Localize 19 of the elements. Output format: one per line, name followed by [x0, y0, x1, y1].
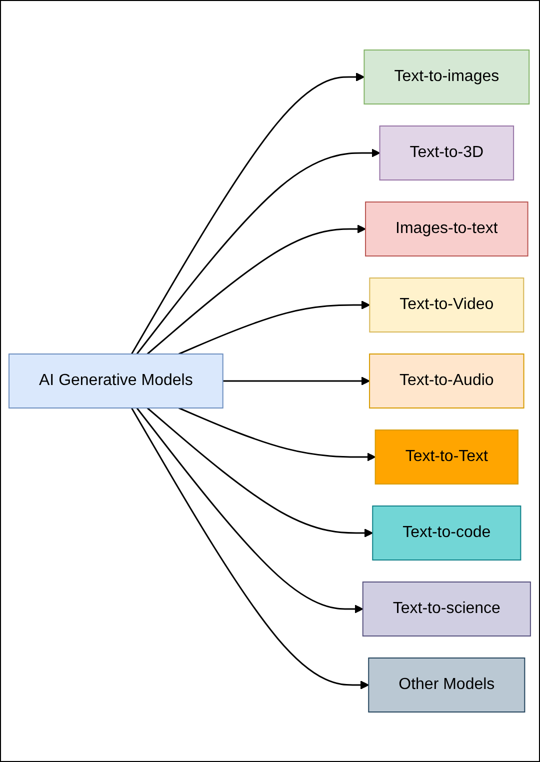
- arrow: [178, 407, 376, 462]
- node-box: Other Models: [368, 658, 526, 712]
- arrow: [147, 224, 366, 355]
- node-box: Text-to-Text: [375, 430, 519, 484]
- node-box: Text-to-Video: [369, 278, 524, 332]
- node-box: Text-to-science: [362, 582, 532, 636]
- arrow: [131, 408, 370, 690]
- arrow: [136, 408, 364, 614]
- node-box: Images-to-text: [365, 202, 529, 256]
- arrow: [147, 407, 374, 538]
- node-box: Text-to-images: [364, 50, 530, 104]
- arrow: [136, 148, 380, 354]
- node-box: AI Generative Models: [8, 354, 224, 408]
- node-box: Text-to-Audio: [369, 354, 525, 408]
- node-box: Text-to-3D: [380, 126, 514, 180]
- node-box: Text-to-code: [372, 506, 522, 560]
- arrow: [178, 300, 370, 355]
- arrow: [131, 72, 365, 354]
- arrow: [223, 376, 370, 386]
